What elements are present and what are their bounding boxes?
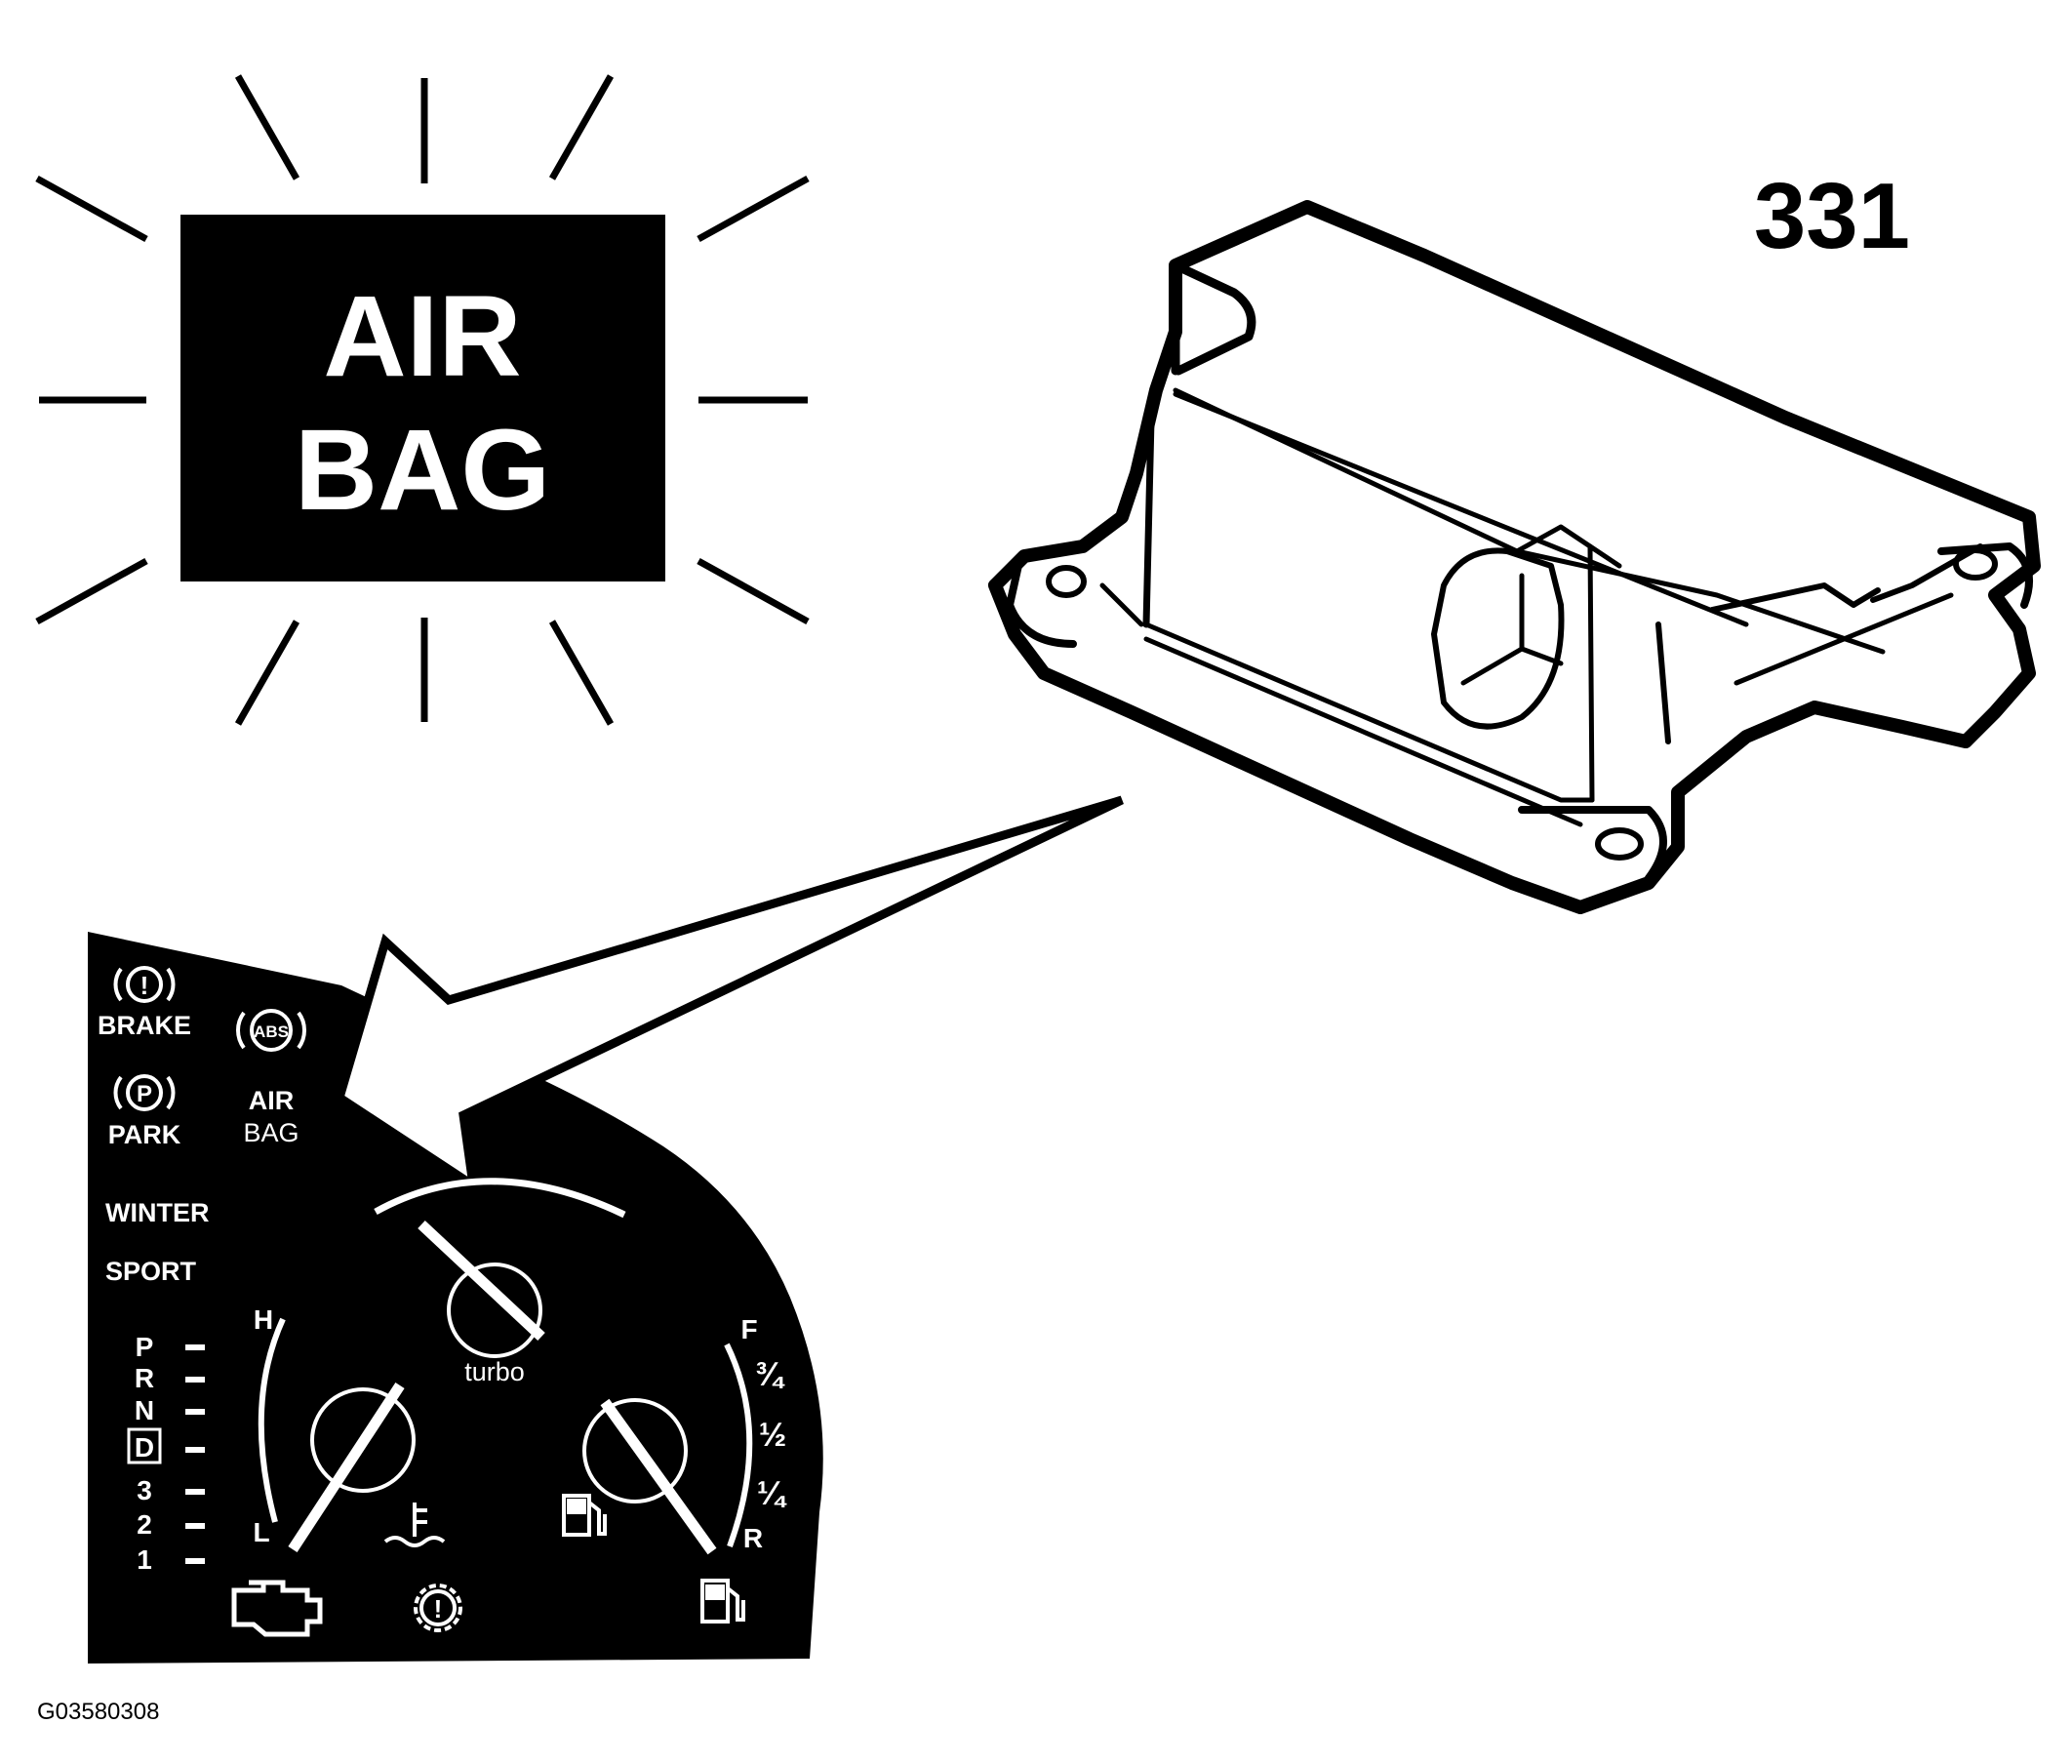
brake-label: BRAKE: [98, 1011, 191, 1040]
gear-3: 3: [137, 1475, 152, 1505]
parking-brake-icon: [113, 1074, 176, 1111]
gear-p: P: [136, 1332, 154, 1362]
cluster-airbag-line1: AIR: [249, 1086, 295, 1115]
temp-high-label: H: [254, 1304, 273, 1335]
module-number: 331: [1754, 164, 1910, 268]
temperature-gauge: [258, 1317, 416, 1553]
winter-mode-label: WINTER: [105, 1198, 209, 1227]
cluster-panel: [88, 932, 823, 1664]
lamp-box: [180, 215, 665, 581]
park-label: PARK: [108, 1120, 181, 1149]
gear-1: 1: [137, 1544, 152, 1575]
turbo-gauge: [374, 1178, 626, 1358]
fuel-full-label: F: [740, 1314, 757, 1344]
warning-gear-icon: [414, 1584, 462, 1632]
abs-symbol: ABS: [254, 1022, 289, 1041]
temp-low-label: L: [253, 1517, 269, 1547]
figure-id: G03580308: [37, 1699, 159, 1725]
lamp-text-bag: BAG: [295, 406, 550, 535]
abs-warning-icon: [236, 1009, 306, 1052]
fuel-reserve-label: R: [743, 1523, 763, 1553]
warning-gear-symbol: !: [434, 1594, 443, 1624]
fuel-gauge: [582, 1343, 753, 1555]
brake-symbol: !: [140, 971, 149, 1000]
gear-d: D: [135, 1432, 154, 1463]
srs-control-module: [988, 200, 2041, 914]
low-fuel-icon: [700, 1579, 745, 1624]
gear-2: 2: [137, 1509, 152, 1540]
lamp-rays: [35, 74, 810, 726]
brake-warning-icon: [113, 966, 176, 1003]
cluster-airbag-line2: BAG: [243, 1118, 299, 1147]
gear-d-box: [127, 1427, 162, 1464]
instrument-cluster: ! BRAKE P PARK ABS AIR BAG WINTER SPORT …: [88, 795, 1124, 1664]
fuel-pump-icon: [562, 1494, 607, 1537]
airbag-warning-lamp: AIR BAG: [35, 74, 810, 726]
park-symbol: P: [137, 1081, 152, 1107]
coolant-temp-icon: [383, 1503, 446, 1547]
fuel-half-label: ½: [759, 1417, 786, 1454]
lamp-text-air: AIR: [323, 272, 521, 401]
gear-n: N: [135, 1395, 154, 1425]
sport-mode-label: SPORT: [105, 1257, 197, 1286]
gear-r: R: [135, 1363, 154, 1393]
turbo-label: turbo: [464, 1357, 525, 1386]
fuel-quarter-label: ¼: [757, 1475, 787, 1512]
gear-indicator: P R N D 3 2 1: [127, 1332, 205, 1575]
fuel-three-quarter-label: ¾: [755, 1356, 785, 1393]
check-engine-icon: [231, 1580, 323, 1637]
callout-arrow: [334, 795, 1124, 1195]
